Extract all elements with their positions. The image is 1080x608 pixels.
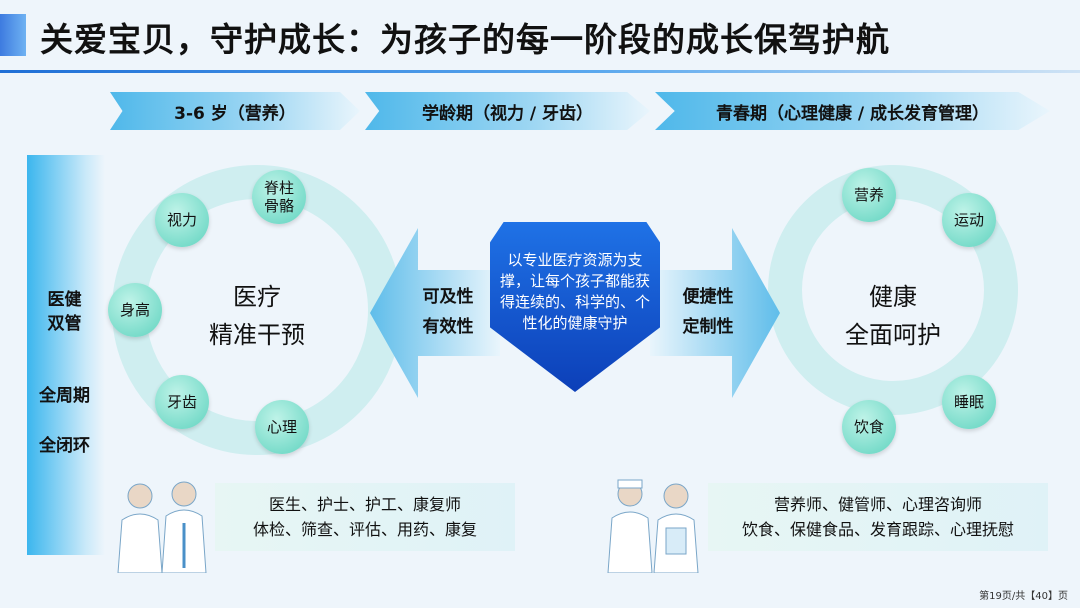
arrow-text: 可及性: [408, 282, 488, 312]
side-bar: [27, 155, 105, 555]
note-text: 医生、护士、护工、康复师: [269, 492, 461, 517]
shield-text: 以专业医疗资源为支撑，让每个孩子都能获得连续的、科学的、个性化的健康守护: [498, 250, 652, 334]
note-text: 体检、筛查、评估、用药、康复: [253, 517, 477, 542]
bubble-height: 身高: [108, 283, 162, 337]
center-text: 精准干预: [180, 316, 334, 354]
center-text: 全面呵护: [818, 316, 968, 354]
bubble-teeth: 牙齿: [155, 375, 209, 429]
stage-banner-preschool: 3-6 岁（营养）: [110, 92, 360, 130]
stage-label: 3-6 岁（营养）: [174, 99, 296, 124]
side-text: 医健: [27, 288, 102, 312]
arrow-text: 定制性: [668, 312, 748, 342]
health-center-label: 健康 全面呵护: [818, 278, 968, 354]
left-arrow-label: 可及性 有效性: [408, 282, 488, 342]
right-arrow-label: 便捷性 定制性: [668, 282, 748, 342]
bubble-sleep: 睡眠: [942, 375, 996, 429]
bubble-exercise: 运动: [942, 193, 996, 247]
health-roles-note: 营养师、健管师、心理咨询师 饮食、保健食品、发育跟踪、心理抚慰: [708, 483, 1048, 551]
medical-staff-icon: [110, 478, 220, 573]
note-text: 饮食、保健食品、发育跟踪、心理抚慰: [742, 517, 1014, 542]
bubble-diet: 饮食: [842, 400, 896, 454]
center-text: 健康: [818, 278, 968, 316]
side-text: 双管: [27, 312, 102, 336]
stage-banner-adolescence: 青春期（心理健康 / 成长发育管理）: [655, 92, 1050, 130]
page-counter: 第19页/共【40】页: [979, 587, 1068, 602]
center-text: 医疗: [180, 278, 334, 316]
title-divider: [0, 70, 1080, 73]
side-label-medical-health: 医健 双管: [27, 288, 102, 336]
medical-center-label: 医疗 精准干预: [180, 278, 334, 354]
note-text: 营养师、健管师、心理咨询师: [774, 492, 982, 517]
bubble-vision: 视力: [155, 193, 209, 247]
health-staff-icon: [600, 478, 710, 573]
side-label-closed-loop: 全闭环: [27, 434, 102, 458]
stage-label: 青春期（心理健康 / 成长发育管理）: [716, 99, 989, 124]
arrow-text: 有效性: [408, 312, 488, 342]
bubble-nutrition: 营养: [842, 168, 896, 222]
stage-label: 学龄期（视力 / 牙齿）: [422, 99, 593, 124]
medical-roles-note: 医生、护士、护工、康复师 体检、筛查、评估、用药、康复: [215, 483, 515, 551]
bubble-spine: 脊柱 骨骼: [252, 170, 306, 224]
bubble-mental: 心理: [255, 400, 309, 454]
title-accent-bar: [0, 14, 26, 56]
page-title: 关爱宝贝，守护成长：为孩子的每一阶段的成长保驾护航: [40, 13, 890, 61]
stage-banner-school-age: 学龄期（视力 / 牙齿）: [365, 92, 650, 130]
side-label-full-cycle: 全周期: [27, 384, 102, 408]
arrow-text: 便捷性: [668, 282, 748, 312]
